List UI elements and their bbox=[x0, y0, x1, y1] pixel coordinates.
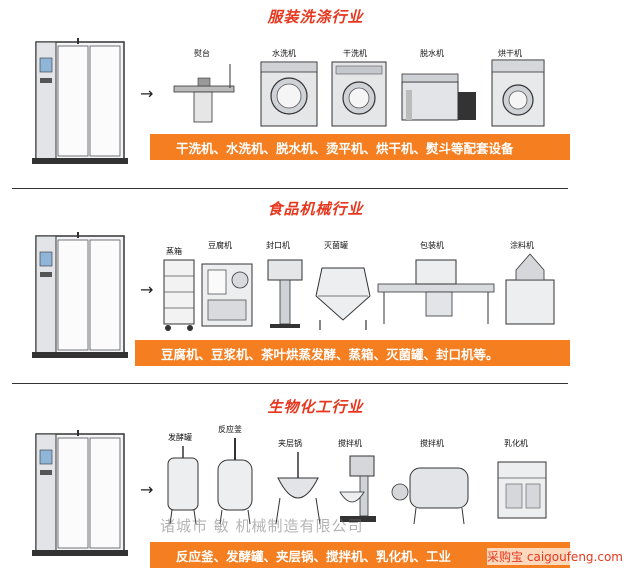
machine-label: 蒸箱 bbox=[166, 247, 182, 256]
machine-label: 搅拌机 bbox=[338, 439, 362, 448]
steam-generator-image bbox=[32, 232, 128, 358]
machine-label: 脱水机 bbox=[420, 49, 444, 58]
machine-emulsifier: 乳化机 bbox=[492, 438, 552, 528]
machine-label: 灭菌罐 bbox=[324, 241, 348, 250]
section-divider bbox=[12, 383, 568, 384]
machine-label: 乳化机 bbox=[504, 439, 528, 448]
machine-label: 涂料机 bbox=[510, 241, 534, 250]
machine-sterilizer: 灭菌罐 bbox=[310, 240, 376, 336]
steam-generator-image bbox=[32, 38, 128, 164]
watermark-company: 诸城市 敏 机械制造有限公司 bbox=[160, 517, 364, 535]
machine-label: 烘干机 bbox=[498, 49, 522, 58]
section-title: 生物化工行业 bbox=[267, 398, 364, 416]
machine-fermenter: 发酵罐 bbox=[160, 432, 206, 528]
machine-extractor: 脱水机 bbox=[398, 42, 482, 132]
machine-label: 豆腐机 bbox=[208, 241, 232, 250]
arrow-right-icon: → bbox=[140, 480, 154, 499]
machine-label: 反应釜 bbox=[218, 425, 242, 434]
machine-mixer-2: 搅拌机 bbox=[390, 438, 484, 528]
machine-dryer: 烘干机 bbox=[488, 42, 548, 132]
machine-dry-cleaner: 干洗机 bbox=[326, 42, 392, 132]
section-food-machinery: 食品机械行业 → 蒸箱 豆腐机 封口机 bbox=[0, 190, 631, 385]
machine-tofu: 豆腐机 bbox=[198, 240, 256, 336]
machine-sealer: 封口机 bbox=[262, 240, 308, 336]
steam-generator-image bbox=[32, 430, 128, 556]
arrow-right-icon: → bbox=[140, 84, 154, 103]
machine-jacketed-kettle: 夹层锅 bbox=[270, 438, 326, 528]
section-title: 服装洗涤行业 bbox=[267, 8, 364, 26]
section-divider bbox=[12, 188, 568, 189]
section-laundry: 服装洗涤行业 → 熨台 水洗机 干洗机 bbox=[0, 0, 631, 190]
machine-label: 熨台 bbox=[194, 49, 210, 58]
section-banner: 干洗机、水洗机、脱水机、烫平机、烘干机、熨斗等配套设备 bbox=[150, 134, 570, 160]
machine-coater: 涂料机 bbox=[500, 240, 560, 336]
machine-ironing-table: 熨台 bbox=[168, 42, 240, 132]
machine-reactor: 反应釜 bbox=[210, 424, 260, 528]
section-banner: 豆腐机、豆浆机、茶叶烘蒸发酵、蒸箱、灭菌罐、封口机等。 bbox=[135, 340, 570, 366]
machine-label: 封口机 bbox=[266, 241, 290, 250]
machine-packer: 包装机 bbox=[376, 240, 496, 336]
watermark-site: 采购宝 caigoufeng.com bbox=[487, 548, 623, 565]
machine-label: 搅拌机 bbox=[420, 439, 444, 448]
machine-steamer: 蒸箱 bbox=[158, 246, 200, 336]
machine-label: 夹层锅 bbox=[278, 439, 302, 448]
machine-label: 水洗机 bbox=[272, 49, 296, 58]
machine-label: 发酵罐 bbox=[168, 433, 192, 442]
arrow-right-icon: → bbox=[140, 280, 154, 299]
section-title: 食品机械行业 bbox=[267, 200, 364, 218]
machine-label: 干洗机 bbox=[343, 49, 367, 58]
machine-mixer-1: 搅拌机 bbox=[334, 438, 380, 528]
machine-washer: 水洗机 bbox=[255, 42, 323, 132]
machine-label: 包装机 bbox=[420, 241, 444, 250]
